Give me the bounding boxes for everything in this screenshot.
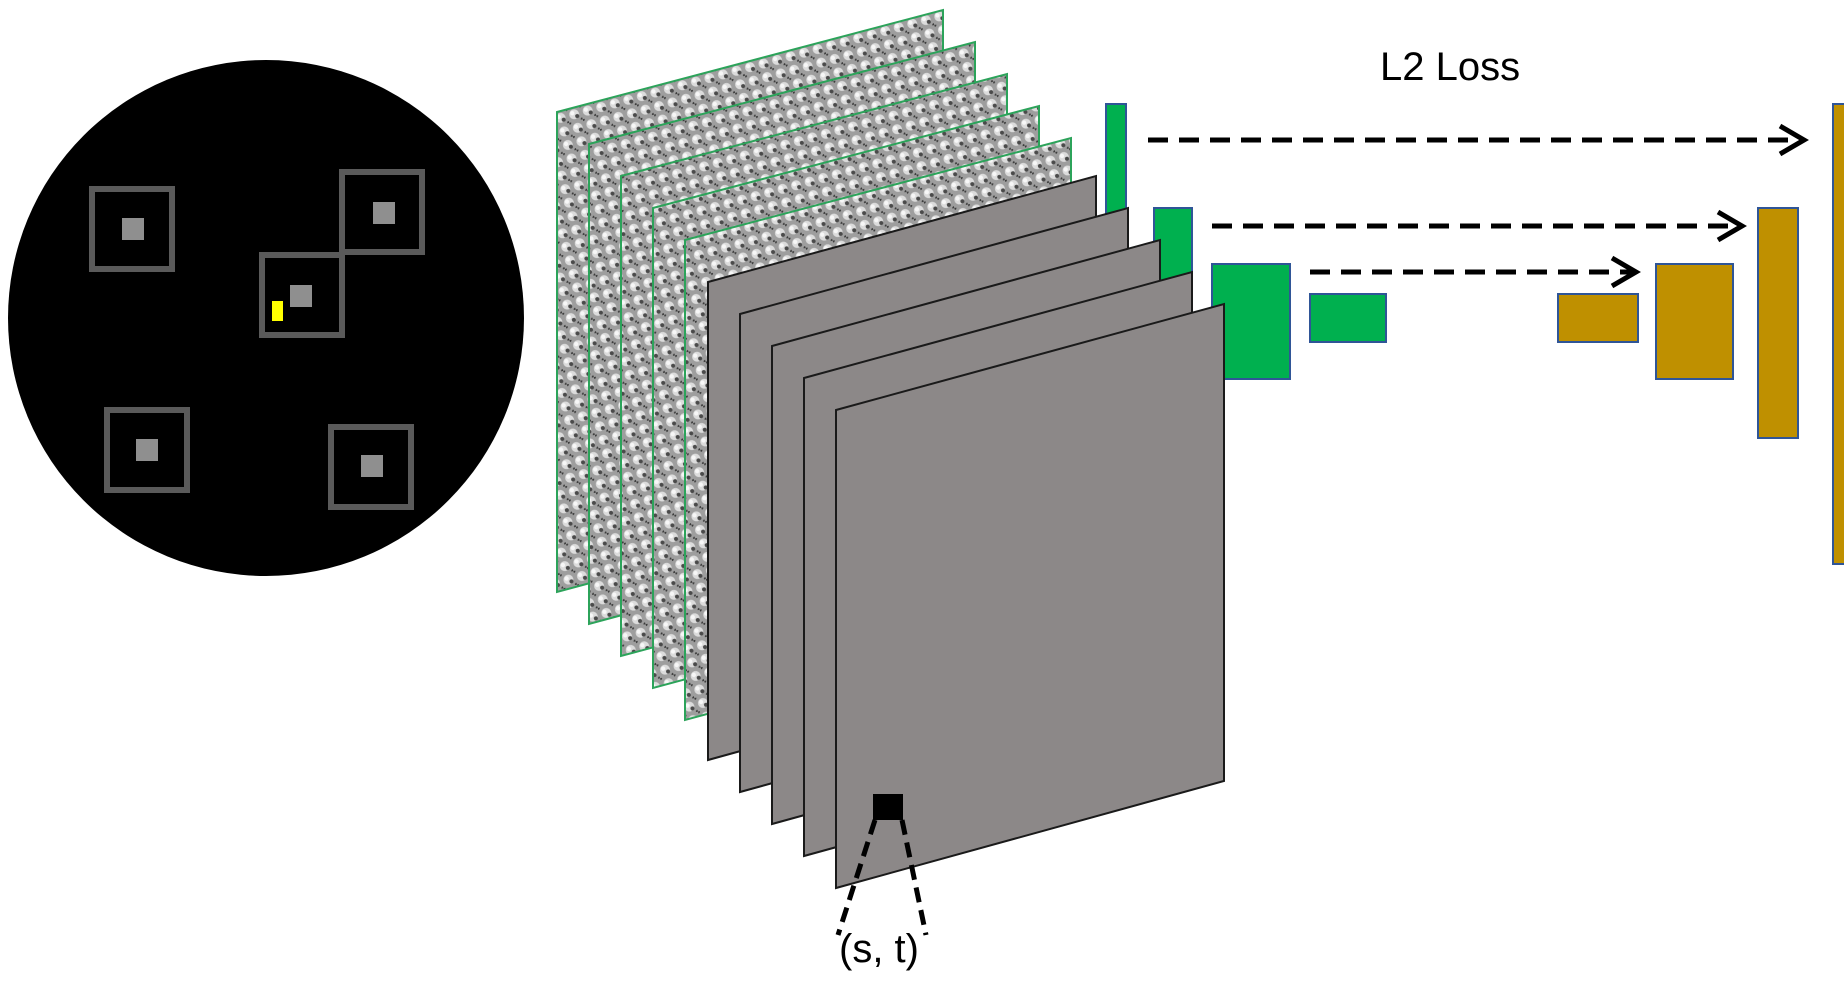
aperture-view xyxy=(8,60,524,576)
skip-arrow-3 xyxy=(1310,255,1641,289)
selected-pixel xyxy=(272,301,283,321)
skip-connections xyxy=(1148,123,1809,289)
patch-dash-right xyxy=(899,819,929,936)
decoder-block-3 xyxy=(1757,207,1799,439)
subaperture-box xyxy=(339,169,425,255)
subaperture-box xyxy=(328,424,414,510)
decoder xyxy=(1557,103,1844,565)
skip-arrow-1 xyxy=(1148,123,1809,157)
patch-dash-left xyxy=(835,819,878,936)
gray-plane xyxy=(835,302,1225,890)
subaperture-box xyxy=(89,186,175,272)
decoder-block-2 xyxy=(1655,263,1734,380)
decoder-block-4 xyxy=(1832,103,1844,565)
loss-label: L2 Loss xyxy=(1380,45,1520,89)
encoder-block-4 xyxy=(1309,293,1387,343)
subaperture-box xyxy=(104,407,190,493)
coordinate-label: (s, t) xyxy=(839,927,919,971)
gray-plane-stack xyxy=(707,174,1225,936)
aperture-disk xyxy=(8,60,524,576)
patch-square xyxy=(873,794,903,820)
skip-arrow-2 xyxy=(1212,209,1747,243)
decoder-block-1 xyxy=(1557,293,1639,343)
subaperture-box-selected xyxy=(259,252,345,338)
